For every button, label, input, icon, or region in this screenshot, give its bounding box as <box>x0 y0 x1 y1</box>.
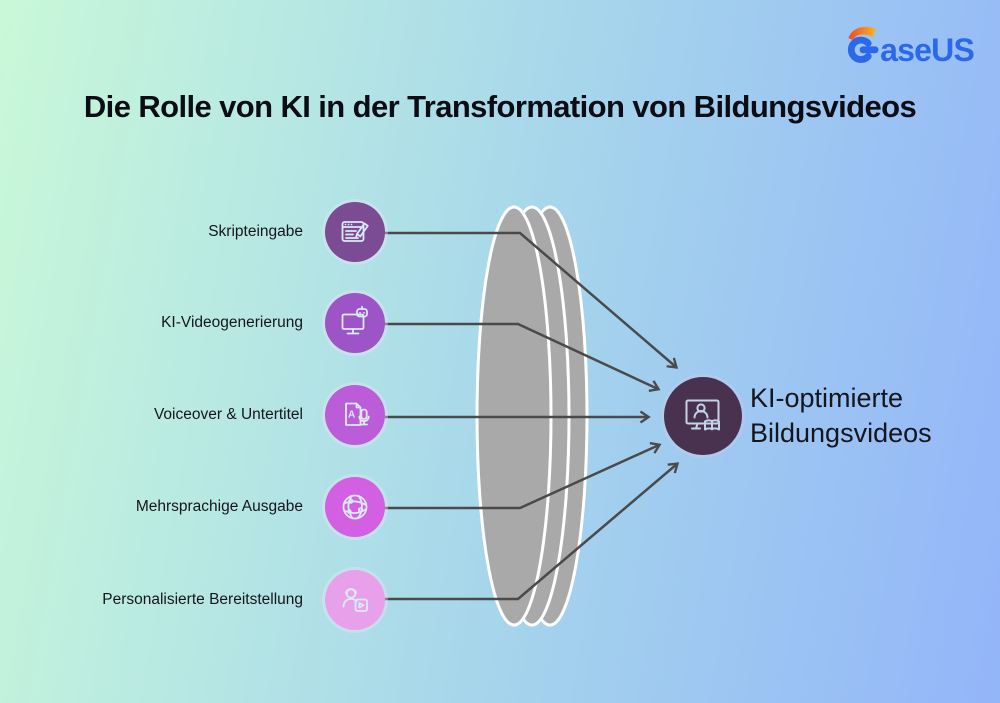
input-label-voiceover: Voiceover & Untertitel <box>153 406 303 423</box>
easeus-logo: aseUS <box>844 22 975 68</box>
personalized-icon <box>325 570 385 630</box>
input-label-personalized: Personalisierte Bereitstellung <box>102 591 303 608</box>
multilingual-icon <box>325 477 385 537</box>
output-label: KI-optimierte Bildungsvideos <box>750 383 932 448</box>
voiceover-icon: A <box>325 385 385 445</box>
education-video-icon <box>664 377 742 455</box>
flow-arrows <box>385 231 680 601</box>
svg-text:A: A <box>348 410 355 421</box>
easeus-logo-text: aseUS <box>880 31 975 68</box>
arrow-script-input <box>385 231 679 369</box>
page-title: Die Rolle von KI in der Transformation v… <box>83 89 917 124</box>
arrow-multilingual <box>385 441 662 510</box>
script-input-icon <box>325 202 385 262</box>
ai-video-icon <box>325 293 385 353</box>
input-label-multilingual: Mehrsprachige Ausgabe <box>135 498 303 515</box>
input-label-script: Skripteingabe <box>208 223 303 240</box>
easeus-logo-e-icon <box>848 26 879 63</box>
arrow-personalized <box>385 462 680 601</box>
input-label-ai-video: KI-Videogenerierung <box>161 314 303 331</box>
arrow-ai-video <box>385 322 661 392</box>
